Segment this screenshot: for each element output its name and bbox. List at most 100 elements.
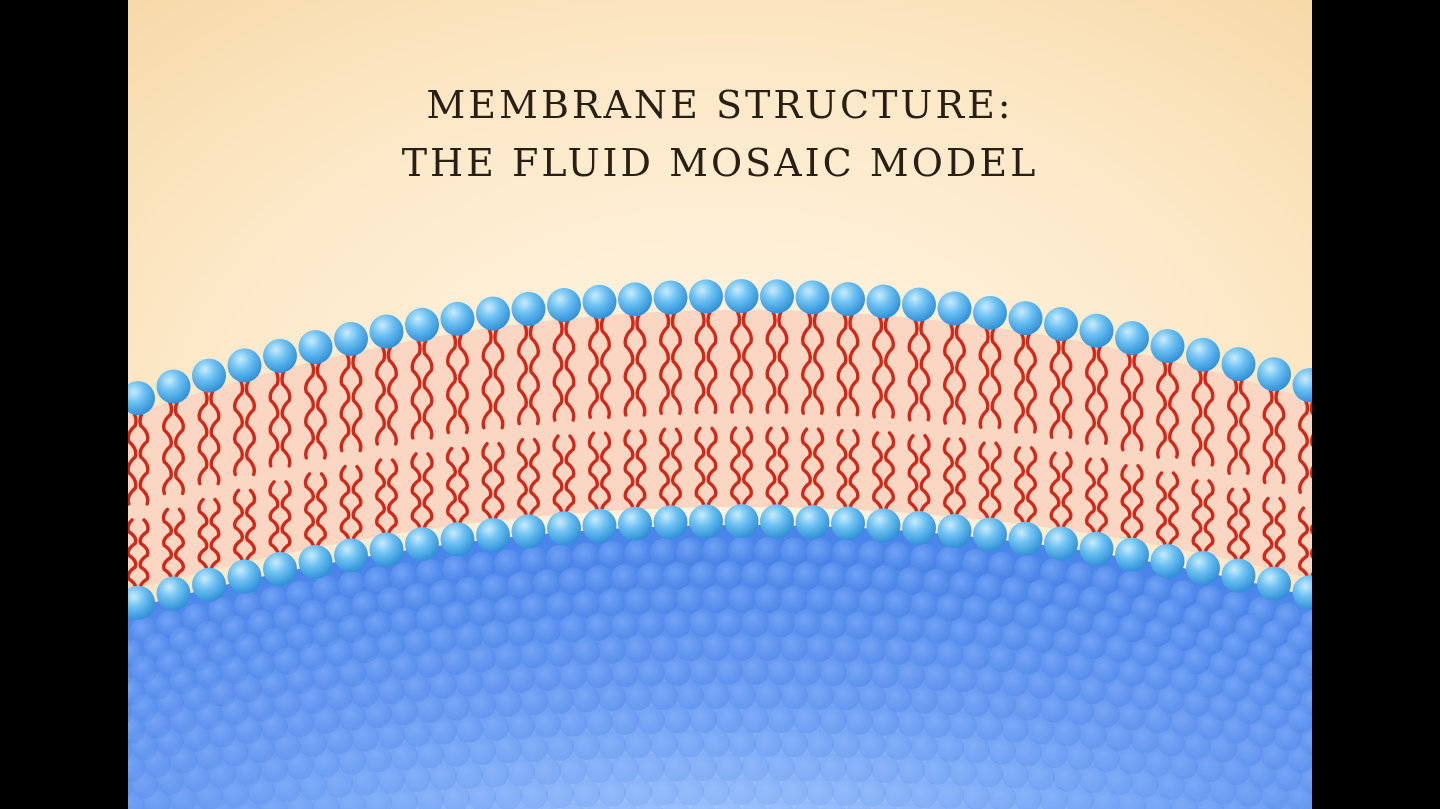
outer-phospholipid-head [689,279,723,314]
interior-head [637,658,665,687]
fatty-acid-tail [517,319,529,426]
interior-head [598,588,626,617]
interior-head [351,635,379,664]
interior-head [585,707,613,736]
interior-head [741,753,769,782]
interior-head [767,705,795,734]
fatty-acid-tail [729,426,741,511]
fatty-acid-tail [1049,334,1061,439]
fatty-acid-tail [919,434,931,518]
fatty-acid-tail [813,427,825,512]
interior-head [715,561,743,590]
outer-phospholipid-head [547,287,581,322]
inner-phospholipid-head [334,538,368,573]
fatty-acid-tail [836,309,848,417]
interior-head [533,663,561,692]
interior-head [1118,702,1146,731]
outer-phospholipid-head [1186,337,1220,372]
interior-head [884,542,912,571]
interior-head [871,707,899,736]
interior-head [1027,716,1055,745]
interior-head [312,792,340,809]
interior-head [507,618,535,647]
fatty-acid-tail [706,306,718,415]
fatty-acid-tail [942,437,954,521]
interior-head [1196,796,1224,809]
interior-head [351,723,379,752]
fatty-acid-tail [1096,341,1108,445]
fatty-acid-tail [1168,471,1180,551]
interior-head [988,782,1016,809]
fatty-acid-tail [528,319,540,426]
interior-head [572,589,600,618]
interior-head [832,777,860,806]
interior-head [962,688,990,717]
interior-head [728,537,756,566]
interior-head [702,633,730,662]
interior-head [936,640,964,669]
interior-head [741,657,769,686]
outer-phospholipid-head [1257,357,1291,392]
fatty-acid-tail [445,446,457,529]
interior-head [780,681,808,710]
interior-head [273,774,301,803]
fatty-acid-tail [884,431,896,516]
interior-head [728,729,756,758]
interior-head [832,634,860,663]
interior-head [416,785,444,809]
outer-phospholipid-head [1044,307,1078,342]
fatty-acid-tail [670,307,682,415]
interior-head [1170,708,1198,737]
interior-head [676,633,704,662]
interior-head [481,759,509,788]
outer-leaflet-tails [128,306,1312,506]
fatty-acid-tail [268,480,280,559]
fatty-acid-tail [943,318,955,425]
interior-head [1014,784,1042,809]
outer-phospholipid-head [1008,301,1043,336]
interior-head [598,683,626,712]
interior-head [1144,662,1172,691]
interior-head [1209,776,1237,805]
outer-phospholipid-head [831,282,865,317]
fatty-acid-tail [410,452,422,534]
interior-head [429,716,457,745]
interior-head [559,614,587,643]
interior-head [832,682,860,711]
outer-phospholipid-head [334,321,368,356]
fatty-acid-tail [599,312,611,419]
fatty-acid-tail [209,497,221,575]
interior-head [338,746,366,775]
interior-head [962,549,990,578]
interior-head [325,726,353,755]
outer-phospholipid-head [1221,347,1256,382]
interior-head [793,609,821,638]
interior-head [1144,618,1172,647]
inner-leaflet-tails [128,426,1312,593]
interior-head [871,660,899,689]
interior-head [390,607,418,636]
interior-head [312,749,340,778]
interior-head [559,755,587,784]
inner-phospholipid-head [689,504,723,539]
interior-head [377,676,405,705]
interior-head [1014,555,1042,584]
fatty-acid-tail [1226,487,1238,566]
fatty-acid-tail [765,306,777,414]
interior-head [351,679,379,708]
interior-head [871,612,899,641]
fatty-acid-tail [1084,457,1096,539]
interior-head [1014,692,1042,721]
interior-head [793,561,821,590]
interior-head [949,757,977,786]
outer-phospholipid-head [298,330,333,365]
inner-phospholipid-head [653,505,688,540]
interior-head [949,711,977,740]
fatty-acid-tail [955,437,967,521]
interior-head [715,705,743,734]
fatty-acid-tail [458,446,470,529]
interior-head [1131,725,1159,754]
interior-head [1066,652,1094,681]
interior-head [260,796,288,809]
interior-head [1131,594,1159,623]
